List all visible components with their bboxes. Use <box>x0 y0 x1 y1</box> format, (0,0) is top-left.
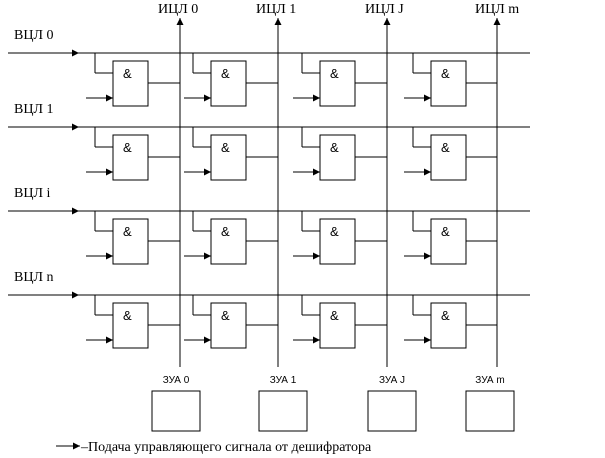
and-gate-r1-c1 <box>210 134 247 181</box>
and-gate-r3-c1 <box>210 302 247 349</box>
gates-layer: & & & & & & & & & & & & & & & & <box>112 60 515 432</box>
zua-box <box>258 390 308 432</box>
and-symbol: & <box>123 308 132 323</box>
zua-label: ЗУА 0 <box>163 375 190 386</box>
and-gate-r2-c1 <box>210 218 247 265</box>
zua-box <box>465 390 515 432</box>
and-symbol: & <box>441 308 450 323</box>
and-gate-r3-c0 <box>112 302 149 349</box>
and-symbol: & <box>441 66 450 81</box>
and-gate-r1-c0 <box>112 134 149 181</box>
legend-text: –Подача управляющего сигнала от дешифрат… <box>80 440 372 455</box>
and-gate-r0-c2 <box>319 60 356 107</box>
column-label: ИЦЛ J <box>365 2 404 17</box>
zua-label: ЗУА J <box>379 375 405 386</box>
and-symbol: & <box>221 308 230 323</box>
column-label: ИЦЛ m <box>475 2 519 17</box>
labels-layer: ВЦЛ 0 ВЦЛ 1 ВЦЛ i ВЦЛ n ИЦЛ 0 ИЦЛ 1 ИЦЛ J ИЦЛ m… <box>14 2 519 455</box>
zua-box <box>151 390 201 432</box>
row-label: ВЦЛ 1 <box>14 102 53 117</box>
row-label: ВЦЛ i <box>14 186 50 201</box>
and-symbol: & <box>330 308 339 323</box>
zua-box <box>367 390 417 432</box>
row-label: ВЦЛ n <box>14 270 53 285</box>
and-gate-r0-c1 <box>210 60 247 107</box>
and-symbol: & <box>123 66 132 81</box>
zua-label: ЗУА 1 <box>270 375 297 386</box>
and-gate-r1-c2 <box>319 134 356 181</box>
and-gate-r0-c3 <box>430 60 467 107</box>
column-label: ИЦЛ 0 <box>158 2 198 17</box>
and-symbol: & <box>123 224 132 239</box>
and-symbol: & <box>441 140 450 155</box>
and-symbol: & <box>330 66 339 81</box>
and-gate-r2-c3 <box>430 218 467 265</box>
row-label: ВЦЛ 0 <box>14 28 53 43</box>
and-symbol: & <box>123 140 132 155</box>
and-symbol: & <box>441 224 450 239</box>
wiring-layer <box>8 18 530 450</box>
and-gate-r2-c2 <box>319 218 356 265</box>
and-symbol: & <box>330 140 339 155</box>
and-gate-r3-c2 <box>319 302 356 349</box>
and-gate-r2-c0 <box>112 218 149 265</box>
and-symbol: & <box>221 224 230 239</box>
and-symbol: & <box>221 66 230 81</box>
column-label: ИЦЛ 1 <box>256 2 296 17</box>
and-gate-r3-c3 <box>430 302 467 349</box>
and-symbol: & <box>221 140 230 155</box>
and-gate-r0-c0 <box>112 60 149 107</box>
and-gate-r1-c3 <box>430 134 467 181</box>
zua-label: ЗУА m <box>475 375 504 386</box>
and-symbol: & <box>330 224 339 239</box>
